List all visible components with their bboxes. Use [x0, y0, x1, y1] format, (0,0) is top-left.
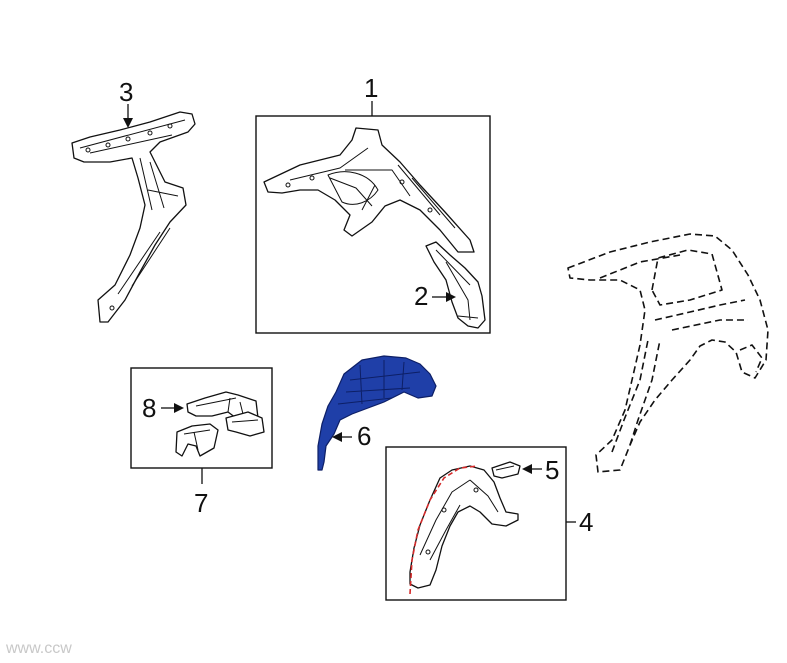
outer-quarter-panel-outline — [567, 233, 769, 473]
part-5-small-bracket[interactable] — [491, 461, 521, 479]
red-cut-line — [409, 465, 479, 595]
part-3-pillar[interactable] — [71, 111, 196, 323]
box-part-1 — [255, 115, 491, 334]
part-1-quarter-inner-panel[interactable] — [263, 127, 475, 253]
callout-3: 3 — [119, 77, 133, 107]
callout-6: 6 — [357, 421, 371, 451]
part-4-outer-wheelhouse[interactable] — [409, 465, 519, 589]
callout-8: 8 — [142, 393, 156, 423]
callout-5: 5 — [545, 455, 559, 485]
callout-7: 7 — [194, 488, 208, 518]
part-6-wheelhouse[interactable] — [317, 355, 437, 471]
part-2-bracket[interactable] — [425, 241, 486, 329]
arrow-5 — [522, 464, 532, 474]
box-part-4 — [385, 446, 567, 601]
callout-1: 1 — [364, 73, 378, 103]
part-7-lower-bracket[interactable] — [175, 411, 265, 457]
arrow-6 — [332, 432, 342, 442]
arrow-2 — [446, 292, 456, 302]
watermark: www.ccw — [5, 640, 72, 657]
arrow-3 — [123, 118, 133, 128]
callout-2: 2 — [414, 281, 428, 311]
callout-4: 4 — [579, 507, 593, 537]
arrow-8 — [174, 403, 184, 413]
